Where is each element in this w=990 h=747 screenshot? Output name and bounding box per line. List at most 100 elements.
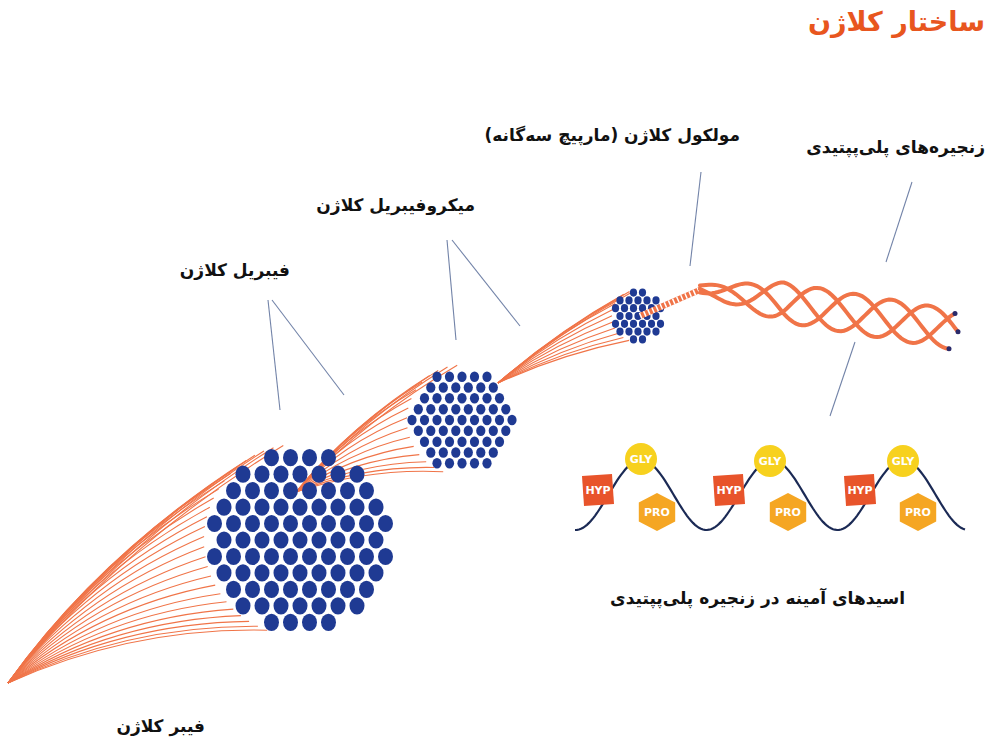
fiber-strand [296,370,438,492]
strand-end [956,329,961,334]
fibril-dot [439,426,448,437]
fibril-dot [255,597,270,614]
fiber-strand [8,446,283,684]
fibril-dot [350,564,365,581]
fibril-dot [369,531,384,548]
fibril-dot [482,393,491,404]
fibril-dot [331,499,346,516]
pro-shape [900,493,936,531]
fibril-dot [445,436,454,447]
fibril-dot [476,447,485,458]
fibril-dot [264,449,279,466]
fibril-dot [255,466,270,483]
strand-end [947,346,952,351]
leader-line [268,300,280,410]
structure-label: زنجیره‌های پلی‌پپتیدی [806,136,985,158]
fibril-dot [634,296,641,304]
fibril-dot [302,548,317,565]
fibril-dot [439,447,448,458]
fibril-dot [616,312,623,320]
fibril-dot [378,548,393,565]
fibril-dot [639,335,646,343]
fibril-dot [451,447,460,458]
leader-line [447,240,456,340]
fibril-dot [426,382,435,393]
fibril-dot [439,404,448,415]
fibril-dot [302,482,317,499]
fibril-dot [482,371,491,382]
fibril-dot [457,393,466,404]
amino-acid-name: HYP [716,485,741,496]
fibril-dot [340,515,355,532]
fibril-dot [426,447,435,458]
fiber-strand [8,448,274,683]
fibril-dot [283,449,298,466]
fiber-strand [8,481,224,683]
fibril-dot [464,404,473,415]
fibril-dot [470,371,479,382]
leader-line [690,172,701,266]
fiber-strand [296,367,448,492]
hyp-square: HYP [842,472,878,508]
fibril-dot [495,393,504,404]
fibril-dot [236,597,251,614]
amino-acid-name: PRO [644,507,670,518]
fibril-dot [476,382,485,393]
fiber-strand [498,338,623,384]
helix-rope [640,289,702,316]
fibril-dot [217,564,232,581]
fibril-dot [445,393,454,404]
fibril-dot [445,371,454,382]
fibril-dot [350,466,365,483]
hyp-shape [582,474,614,506]
fibril-dot [293,499,308,516]
fibril-dot [426,426,435,437]
fibril-dot [264,515,279,532]
fibril-dot [445,458,454,469]
leader-line [830,342,855,416]
fiber-strand [498,294,624,383]
fibril-dot [482,415,491,426]
fibril-dot [359,482,374,499]
amino-acid-name: GLY [759,456,781,467]
structure-label: فیبر کلاژن [116,715,205,737]
fibril-dot [445,415,454,426]
fibril-dot [407,415,416,426]
fibril-dot [321,581,336,598]
fibril-dot [639,320,646,328]
fibril-dot [476,404,485,415]
fibril-dot [470,436,479,447]
fiber-strand [8,630,267,683]
fibril-dot [612,304,619,312]
fibril-dot [312,531,327,548]
fibril-dot [293,597,308,614]
fibril-dot [321,449,336,466]
fiber-strand [296,390,416,492]
pro-shape [770,493,806,531]
fibril-dot [283,548,298,565]
gly-shape [625,443,657,475]
fiber-strand [296,365,457,492]
fibril-dot [652,296,659,304]
fibril-dot [207,548,222,565]
fiber-strand [296,399,411,493]
fibril-dot [612,320,619,328]
fibril-dot [350,531,365,548]
pro-hexagon: PRO [896,492,940,532]
fibril-dot [657,320,664,328]
fibril-dot [264,581,279,598]
fibril-dot [439,382,448,393]
fiber-strand [296,418,407,492]
gly-shape [887,445,919,477]
fibril-dot [331,597,346,614]
amino-acid-name: PRO [905,507,931,518]
fibril-dot [470,415,479,426]
fibril-dot [236,531,251,548]
fibril-dot [283,614,298,631]
fibril-dot [643,328,650,336]
fibril-dot [274,597,289,614]
fibril-dot [451,404,460,415]
fibril-dot [264,614,279,631]
fibril-dot [643,296,650,304]
